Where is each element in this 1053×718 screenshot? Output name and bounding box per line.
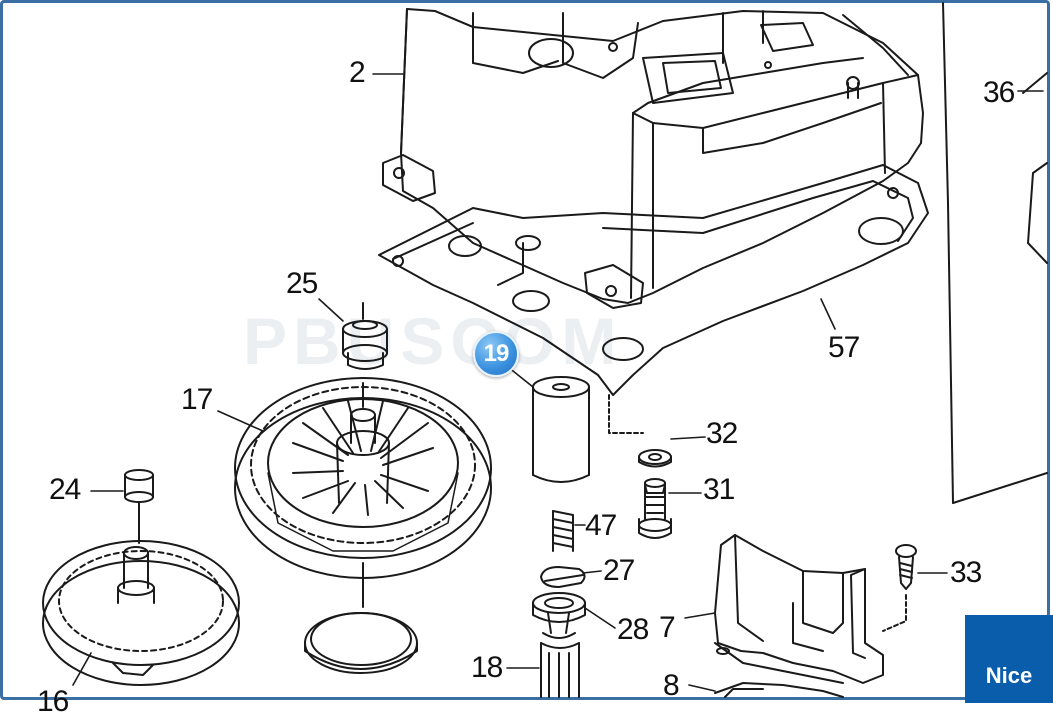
part-16-small-gear (42, 540, 240, 686)
callout-badge-number: 19 (483, 340, 510, 367)
label-part-57: 57 (828, 331, 860, 364)
brand-logo-text: Nice (985, 663, 1033, 688)
part-36-cover (942, 2, 1048, 504)
part-17-large-gear (234, 377, 492, 579)
label-part-32: 32 (706, 417, 738, 450)
label-part-28: 28 (617, 613, 649, 646)
label-part-47: 47 (585, 509, 617, 542)
label-part-7: 7 (659, 611, 676, 644)
label-part-18: 18 (471, 651, 503, 684)
label-part-24: 24 (49, 473, 81, 506)
watermark: PBUSCOM (243, 304, 623, 378)
label-part-16: 16 (37, 685, 69, 718)
part-47-spring (552, 510, 574, 552)
label-part-17: 17 (181, 383, 213, 416)
parts-drawing (42, 2, 1048, 698)
label-part-31: 31 (703, 473, 735, 506)
part-28-ring (532, 592, 586, 639)
label-part-25: 25 (286, 267, 318, 300)
label-part-8: 8 (663, 669, 680, 702)
label-part-36: 36 (983, 76, 1015, 109)
part-19-sleeve (532, 376, 590, 483)
part-25-bushing (342, 302, 388, 370)
part-32-washer (638, 449, 672, 468)
callout-badge-19[interactable]: 19 (473, 331, 519, 377)
part-31-screw (638, 478, 672, 539)
label-part-27: 27 (603, 554, 635, 587)
part-24-bushing (124, 469, 154, 544)
part-2-housing (382, 8, 924, 309)
part-8-plate (714, 682, 844, 698)
part-57-gasket (378, 164, 929, 434)
brand-logo: Nice (965, 615, 1053, 703)
label-part-33: 33 (950, 556, 982, 589)
part-27-key (540, 566, 586, 588)
leader-lines (72, 73, 1044, 692)
label-part-2: 2 (349, 56, 366, 89)
part-18-shaft (540, 642, 580, 698)
o-ring (304, 562, 418, 674)
part-7-bracket (714, 534, 884, 684)
part-33-screw (882, 544, 917, 632)
